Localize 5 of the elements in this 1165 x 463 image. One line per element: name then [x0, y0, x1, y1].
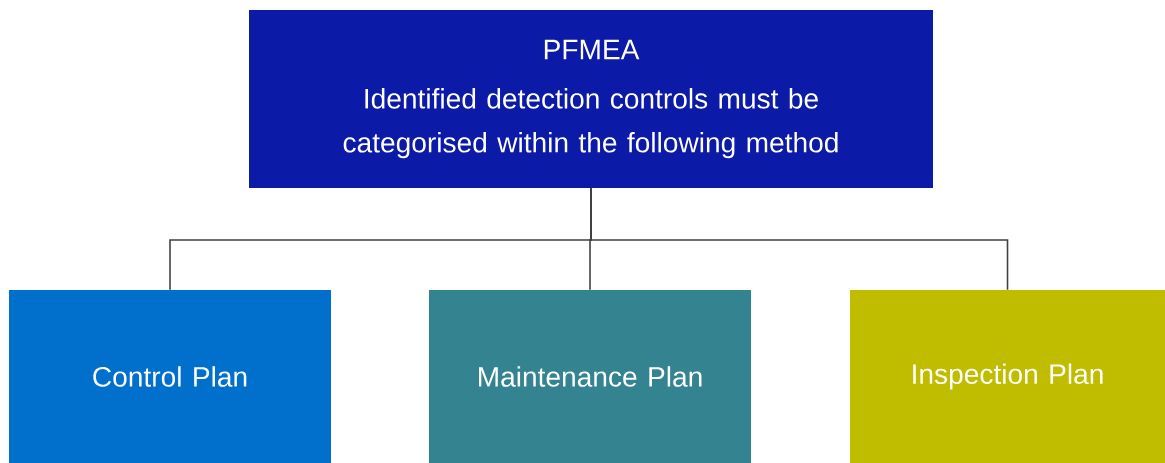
plan-box: Control Plan — [9, 290, 331, 463]
plan-box: Inspection Plan — [850, 290, 1165, 463]
plan-box: Maintenance Plan — [429, 290, 751, 463]
heading-box: PFMEA Identified detection controls must be categorised within the following method — [249, 10, 933, 188]
connector-line — [590, 187, 1009, 291]
